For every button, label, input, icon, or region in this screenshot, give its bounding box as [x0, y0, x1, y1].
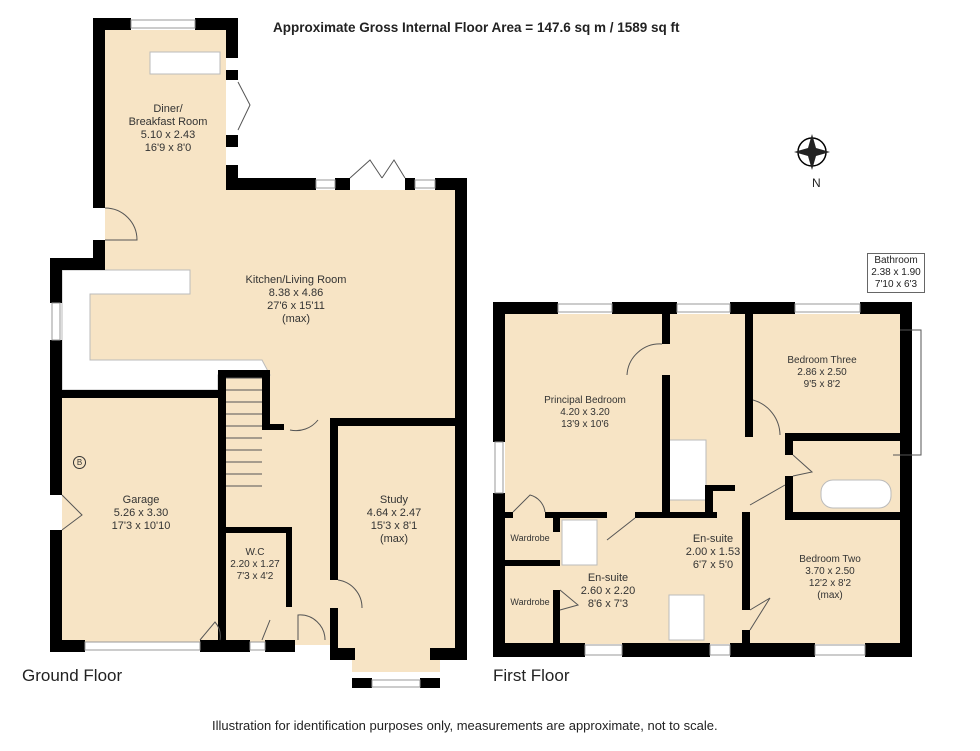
ground-floor-windows [51, 19, 436, 688]
ground-floor-label: Ground Floor [22, 666, 123, 685]
floor-area-title: Approximate Gross Internal Floor Area = … [273, 20, 680, 35]
disclaimer-footer: Illustration for identification purposes… [212, 718, 718, 733]
ground-floor-plan [62, 30, 455, 672]
ground-floor-walls [50, 18, 467, 688]
north-compass-icon [794, 134, 830, 170]
room-wardrobe-2: Wardrobe [510, 597, 550, 607]
room-wardrobe-1: Wardrobe [510, 533, 550, 543]
first-floor-plan [505, 314, 900, 644]
first-floor-doors [512, 329, 922, 631]
boiler-symbol: B [73, 456, 86, 469]
north-label: N [812, 176, 821, 190]
first-floor-windows [494, 303, 866, 656]
ground-floor-area [62, 30, 455, 672]
ground-floor-doors [61, 81, 406, 641]
first-floor-walls [493, 302, 912, 657]
first-floor-label: First Floor [493, 666, 570, 685]
